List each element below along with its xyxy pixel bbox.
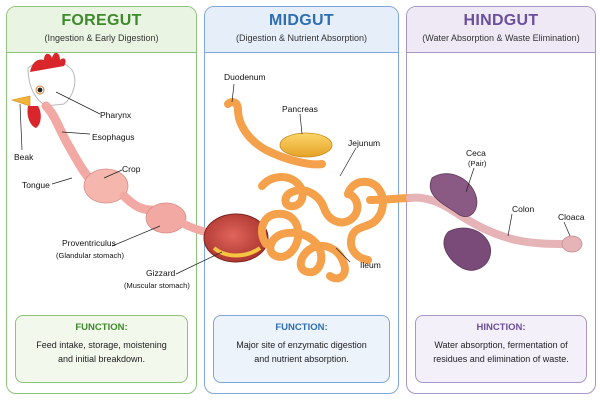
beak-label: Beak (14, 152, 34, 162)
colon-label: Colon (512, 204, 534, 214)
ceca-leader (465, 167, 475, 193)
pancreas-leader (299, 113, 303, 135)
hindgut-function-line-2: residues and elimination of waste. (433, 354, 569, 364)
ileum (344, 177, 387, 264)
esophagus-label: Esophagus (92, 132, 135, 142)
gizzard-fat (212, 246, 262, 258)
pancreas (279, 132, 333, 158)
jejunum-label: Jejunum (348, 138, 380, 148)
midgut-title: MIDGUT (269, 12, 334, 29)
comb (30, 52, 66, 72)
foregut-title: FOREGUT (61, 12, 142, 29)
chicken-head (10, 52, 76, 128)
midgut-function-line-2: and nutrient absorption. (254, 354, 349, 364)
midgut-function-box: FUNCTION: Major site of enzymatic digest… (213, 315, 390, 383)
gizzard-label: Gizzard (146, 268, 176, 278)
midgut-function-title: FUNCTION: (275, 322, 328, 333)
duodenum (224, 98, 326, 169)
beak-leader (19, 103, 23, 151)
foregut-function-title: FUNCTION: (75, 322, 128, 333)
pharynx-leader (55, 91, 101, 115)
gizzard-sublabel: (Muscular stomach) (124, 281, 190, 290)
midgut-function-line-1: Major site of enzymatic digestion (236, 340, 367, 350)
esophagus (41, 101, 101, 191)
cecum-upper (429, 173, 478, 217)
hindgut-title: HINDGUT (463, 12, 539, 29)
foregut-panel: FOREGUT (Ingestion & Early Digestion) FU… (6, 6, 197, 394)
jejunum-leader (339, 147, 357, 177)
proventriculus-label: Proventriculus (62, 238, 116, 248)
cloaca (561, 235, 583, 253)
cloaca-label: Cloaca (558, 212, 585, 222)
gizzard-leader (175, 251, 223, 275)
pancreas-label: Pancreas (282, 104, 318, 114)
crop (83, 168, 129, 204)
ileum-label: Ileum (360, 260, 381, 270)
isthmus (180, 220, 210, 236)
duodenum-label: Duodenum (224, 72, 266, 82)
cloaca-leader (563, 221, 571, 237)
ceca-label: Ceca (466, 148, 486, 158)
foregut-subtitle: (Ingestion & Early Digestion) (44, 33, 159, 43)
cecum-lower (443, 227, 491, 271)
proventriculus-leader (111, 225, 161, 247)
eye (37, 87, 43, 93)
crop-leader (103, 169, 123, 179)
pharynx-label: Pharynx (100, 110, 132, 120)
colon (406, 193, 570, 248)
tongue-leader (51, 177, 73, 185)
ileum-leader (335, 247, 351, 263)
proventriculus (145, 202, 187, 234)
foregut-function-box: FUNCTION: Feed intake, storage, moisteni… (15, 315, 188, 383)
ileocecal-junction (366, 194, 414, 204)
lower-esophagus (119, 191, 157, 215)
hindgut-function-box: HINCTION: Water absorption, fermentation… (415, 315, 587, 383)
midgut-subtitle: (Digestion & Nutrient Absorption) (235, 33, 368, 43)
proventriculus-sublabel: (Glandular stomach) (56, 251, 124, 260)
foregut-header: FOREGUT (Ingestion & Early Digestion) (7, 7, 196, 53)
tongue-label: Tongue (22, 180, 50, 190)
beak (10, 95, 31, 107)
crop-label: Crop (122, 164, 141, 174)
midgut-header: MIDGUT (Digestion & Nutrient Absorption) (205, 7, 398, 53)
wattle (27, 106, 41, 128)
jejunum (257, 173, 362, 283)
colon-leader (507, 213, 513, 237)
duodenum-leader (231, 83, 235, 103)
foregut-function-line-2: and initial breakdown. (57, 354, 146, 364)
esophagus-leader (61, 131, 91, 135)
hindgut-function-title: HINCTION: (476, 322, 526, 333)
hindgut-function-line-1: Water absorption, fermentation of (434, 340, 568, 350)
hindgut-subtitle: (Water Absorption & Waste Elimination) (422, 33, 580, 43)
hindgut-header: HINDGUT (Water Absorption & Waste Elimin… (407, 7, 595, 53)
foregut-function-line-1: Feed intake, storage, moistening (36, 340, 167, 350)
ceca-sublabel: (Pair) (468, 159, 487, 168)
